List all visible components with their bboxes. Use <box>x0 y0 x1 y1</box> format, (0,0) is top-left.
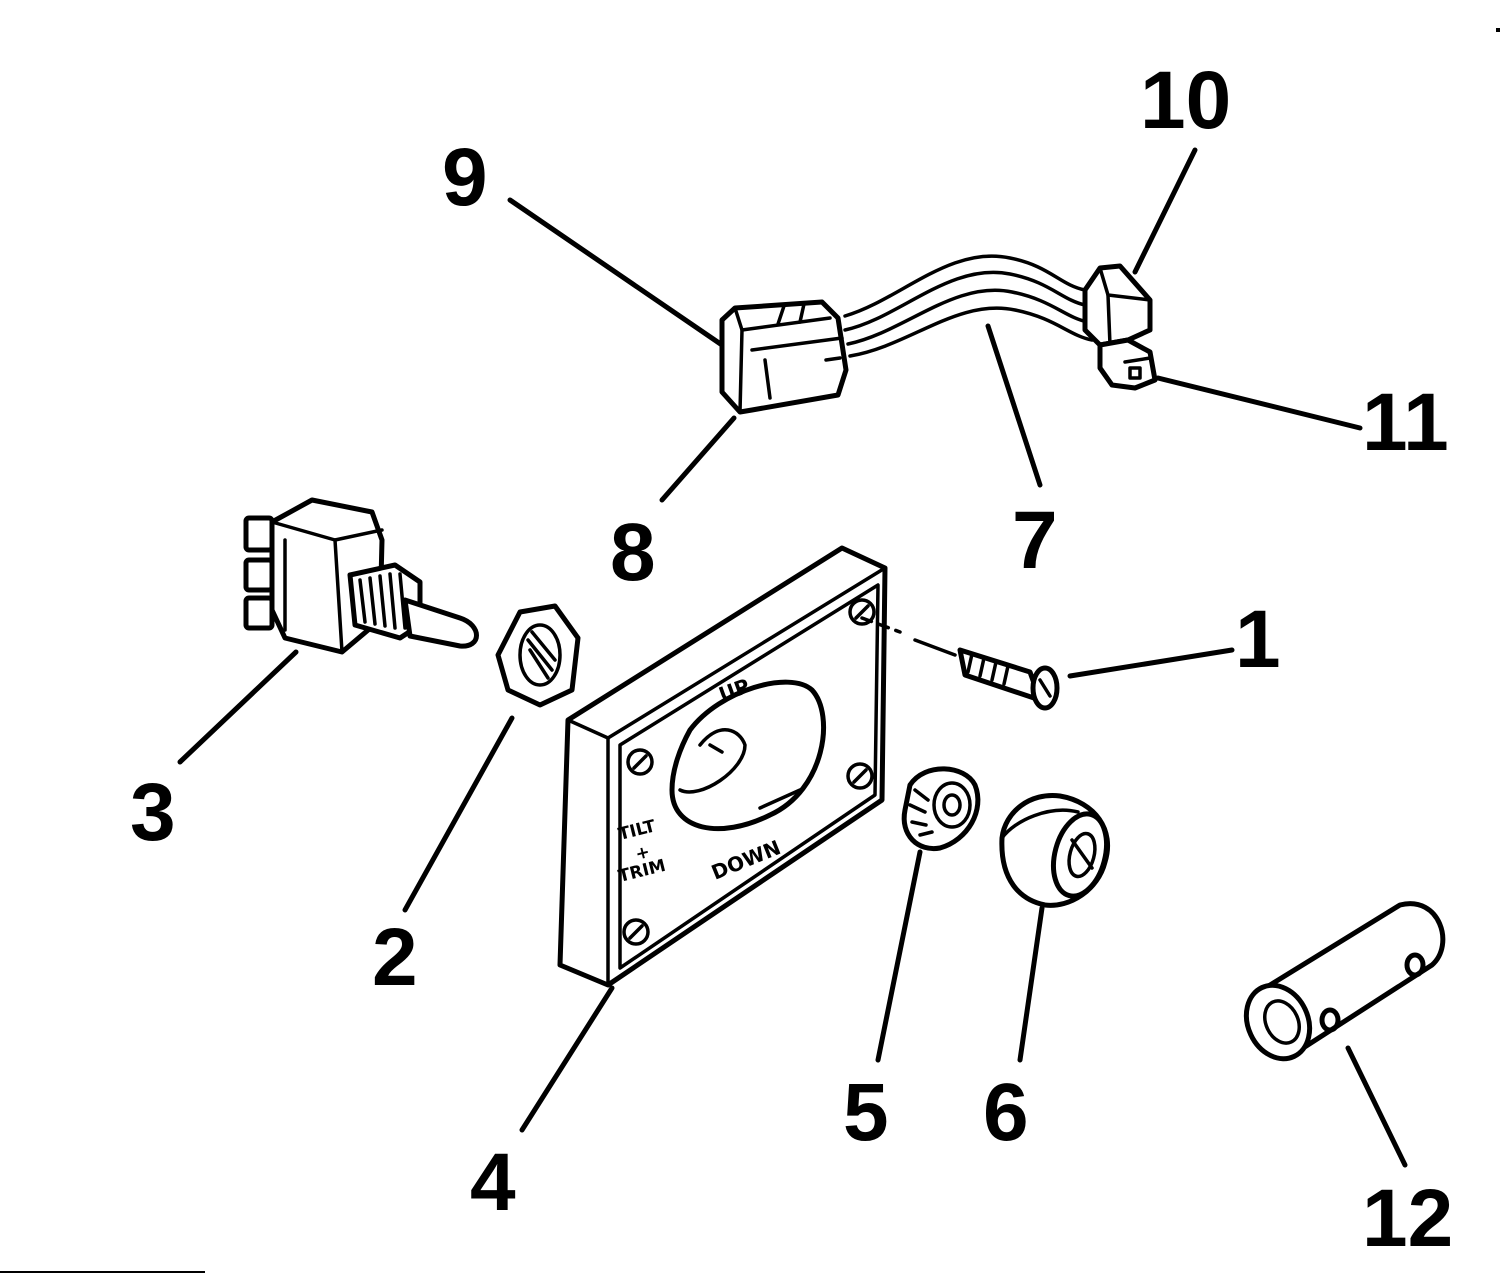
callout-11: 11 <box>1362 377 1449 468</box>
callout-6: 6 <box>983 1067 1029 1158</box>
callout-10: 10 <box>1140 55 1231 146</box>
plate-label-plus: + <box>633 842 652 865</box>
callout-9: 9 <box>442 132 488 223</box>
hex-nut <box>495 603 581 708</box>
callout-12: 12 <box>1362 1173 1453 1264</box>
switch-plate: UP DOWN TILT + TRIM <box>557 545 888 988</box>
callout-5: 5 <box>843 1067 889 1158</box>
callout-7: 7 <box>1012 495 1058 586</box>
callout-numbers: 1 2 3 4 5 6 7 8 9 10 11 12 <box>130 55 1453 1264</box>
screw <box>860 616 1060 711</box>
callout-3: 3 <box>130 767 176 858</box>
callout-2: 2 <box>372 912 418 1003</box>
sleeve <box>1243 901 1446 1062</box>
callout-8: 8 <box>610 507 656 598</box>
leader-lines <box>177 147 1408 1168</box>
callout-4: 4 <box>470 1137 516 1228</box>
toggle-switch <box>243 497 479 655</box>
knob <box>999 793 1111 908</box>
bezel-nut <box>901 766 981 852</box>
right-connectors <box>1082 263 1158 391</box>
wire-harness <box>843 254 1094 358</box>
left-connector <box>719 299 849 415</box>
callout-1: 1 <box>1235 594 1281 685</box>
